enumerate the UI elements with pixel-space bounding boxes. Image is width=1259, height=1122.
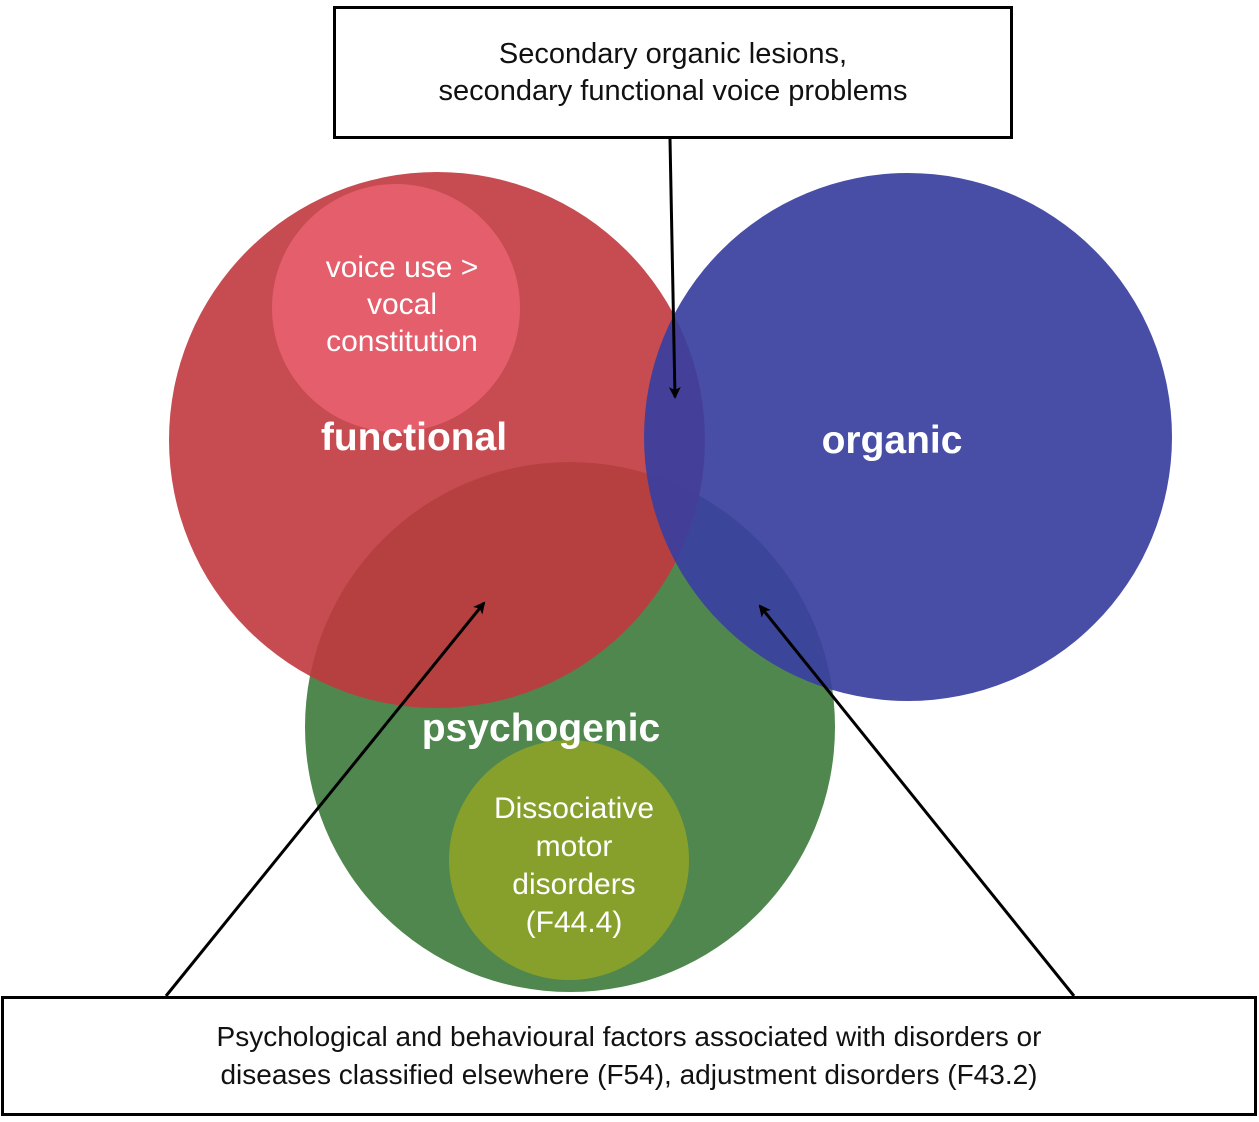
psychogenic-label: psychogenic — [422, 707, 660, 750]
voice-use-line-3: constitution — [326, 325, 478, 358]
arrow-bottom-right — [758, 604, 1076, 997]
arrow-bottom-left — [164, 601, 486, 997]
arrow-top — [668, 138, 681, 399]
top-callout-box: Secondary organic lesions, secondary fun… — [333, 6, 1013, 139]
dissociative-line-2: motor — [536, 830, 613, 863]
bottom-callout-line-2: diseases classified elsewhere (F54), adj… — [220, 1059, 1038, 1090]
dissociative-line-4: (F44.4) — [526, 906, 623, 939]
organic-label: organic — [822, 419, 963, 462]
dissociative-circle — [449, 740, 689, 980]
dissociative-line-1: Dissociative — [494, 792, 654, 825]
top-callout-line-1: Secondary organic lesions, — [498, 37, 848, 70]
functional-label: functional — [321, 416, 507, 459]
bottom-callout-box: Psychological and behavioural factors as… — [1, 996, 1257, 1116]
bottom-callout-line-1: Psychological and behavioural factors as… — [216, 1021, 1042, 1052]
top-callout-line-2: secondary functional voice problems — [438, 74, 908, 107]
dissociative-line-3: disorders — [512, 868, 635, 901]
voice-use-circle — [272, 184, 520, 432]
voice-use-line-2: vocal — [367, 288, 437, 321]
organic-circle — [644, 173, 1172, 701]
voice-use-line-1: voice use > — [326, 251, 479, 284]
